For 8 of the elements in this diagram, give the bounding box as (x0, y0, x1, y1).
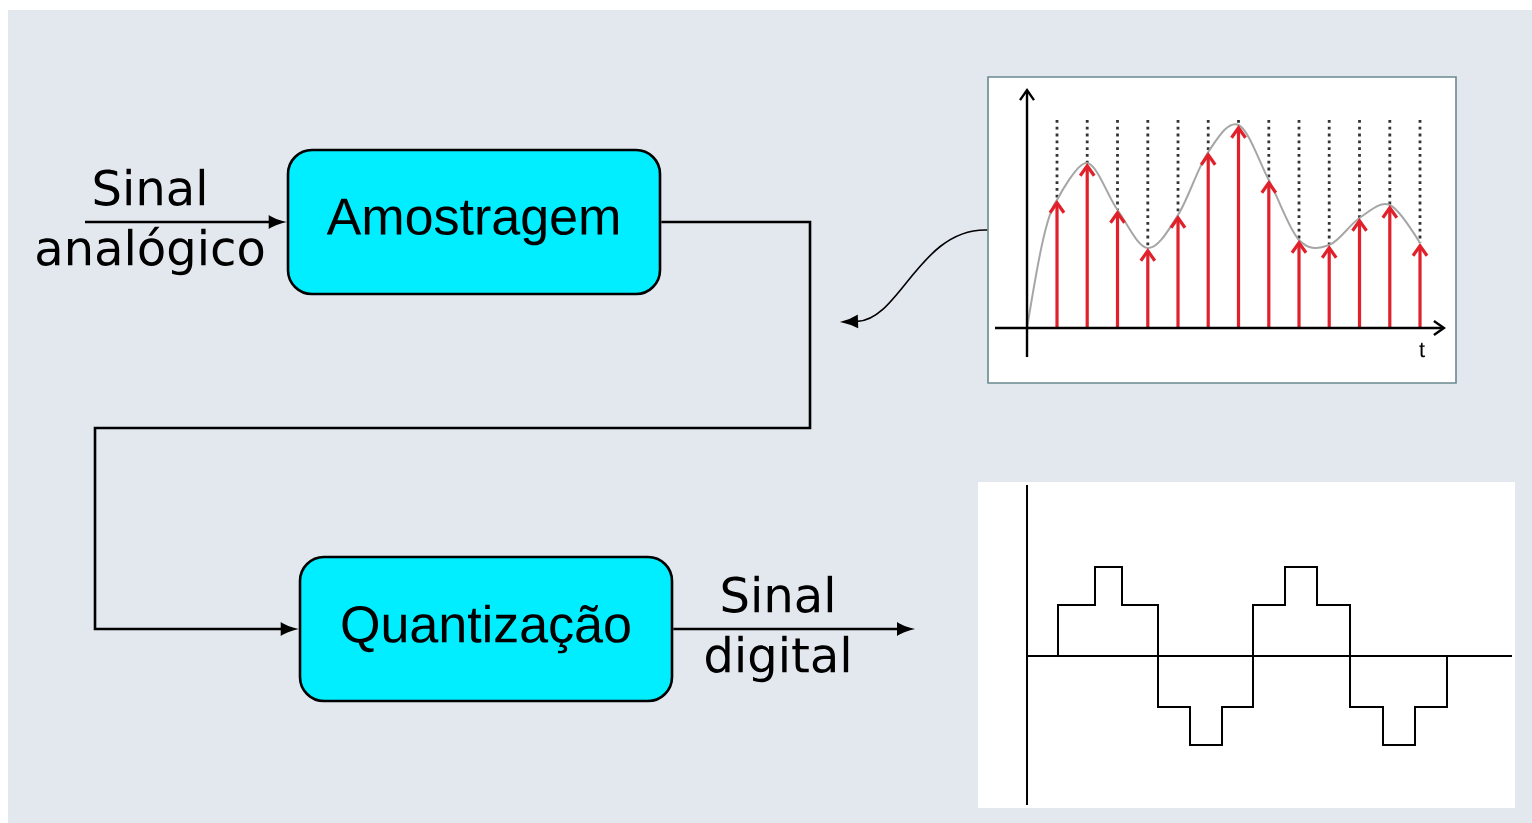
arrow (93, 220, 812, 635)
process-box: Amostragem (286, 148, 662, 296)
edge-label: Sinal digital (706, 575, 849, 683)
arrow (673, 623, 912, 635)
process-box: Quantização (298, 555, 674, 703)
edge-label: Sinal analógico (37, 168, 264, 276)
axis-label: t (1419, 342, 1425, 358)
arrow (842, 229, 988, 328)
